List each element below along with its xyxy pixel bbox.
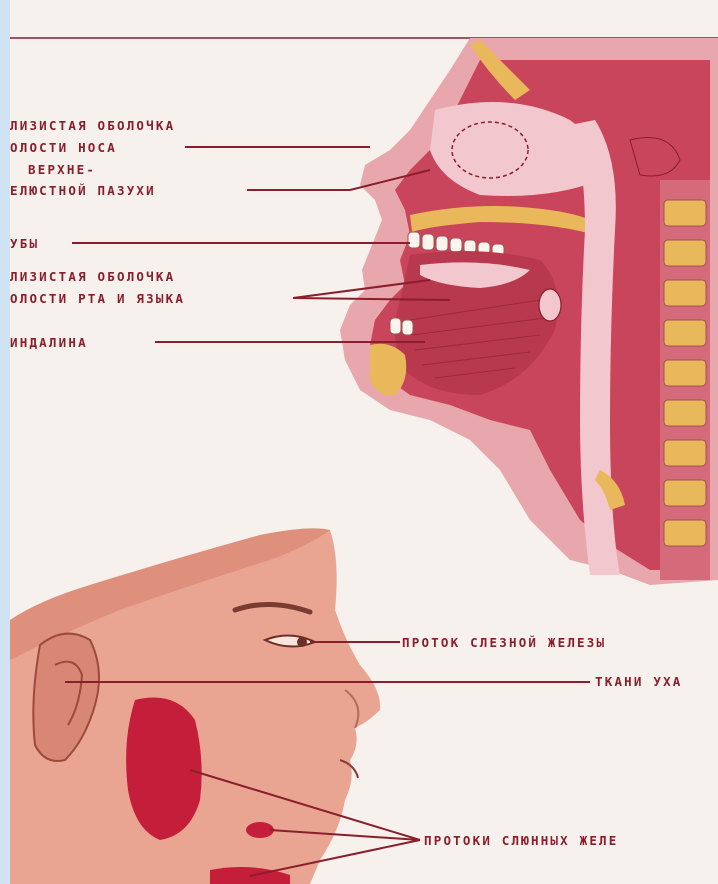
label-nasal-mucosa-line1: ЛИЗИСТАЯ ОБОЛОЧКА xyxy=(10,118,175,133)
label-salivary-ducts: ПРОТОКИ СЛЮННЫХ ЖЕЛЕ xyxy=(424,833,619,848)
face-profile xyxy=(10,528,380,884)
label-teeth: УБЫ xyxy=(10,236,39,251)
sagittal-head-section xyxy=(340,38,718,585)
label-tonsil: ИНДАЛИНА xyxy=(10,335,88,350)
tonsil xyxy=(539,289,561,321)
label-ear-tissue: ТКАНИ УХА xyxy=(595,674,683,689)
label-oral-mucosa-line1: ЛИЗИСТАЯ ОБОЛОЧКА xyxy=(10,269,175,284)
pupil xyxy=(297,637,307,647)
submandibular-gland xyxy=(246,822,274,838)
vertebral-column xyxy=(660,180,710,580)
label-maxillary-sinus-line2: ЕЛЮСТНОЙ ПАЗУХИ xyxy=(10,183,156,198)
parotid-gland xyxy=(126,698,202,841)
label-oral-mucosa-line2: ОЛОСТИ РТА И ЯЗЫКА xyxy=(10,291,185,306)
anatomy-poster: ЛИЗИСТАЯ ОБОЛОЧКА ОЛОСТИ НОСА ВЕРХНЕ- ЕЛ… xyxy=(10,0,718,884)
label-nasal-mucosa-line2: ОЛОСТИ НОСА xyxy=(10,140,117,155)
label-lacrimal-duct: ПРОТОК СЛЕЗНОЙ ЖЕЛЕЗЫ xyxy=(402,635,606,650)
label-maxillary-sinus-line1: ВЕРХНЕ- xyxy=(28,162,96,177)
